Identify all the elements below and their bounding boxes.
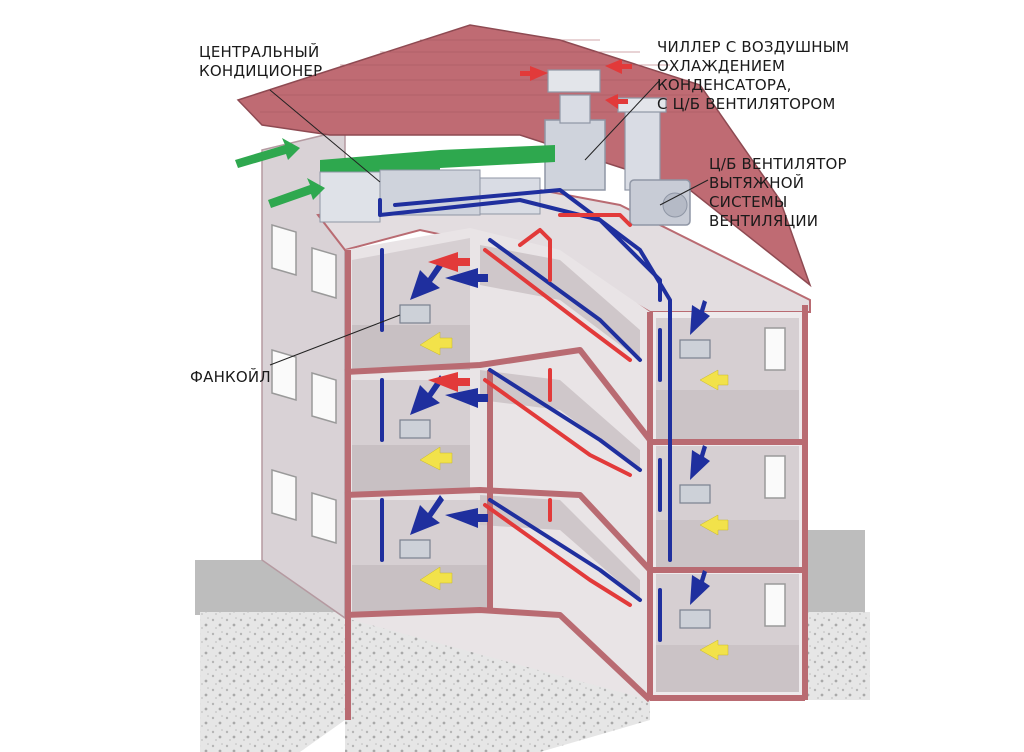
exhaust-fan-unit [629,179,691,226]
pipe-network [378,188,672,642]
fancoil-label: ФАНКОЙЛ [190,368,271,387]
leader-lines [269,79,709,366]
central-ac-label: ЦЕНТРАЛЬНЫЙ КОНДИЦИОНЕР [199,43,322,81]
central-ac-label-line2: КОНДИЦИОНЕР [199,62,323,80]
exhaust-air-arrows [520,59,632,109]
chiller-label-line2: ОХЛАЖДЕНИЕМ [657,57,786,75]
fancoil-label-line1: ФАНКОЙЛ [190,368,271,386]
roof [236,24,812,288]
exhaust-fan-label-line1: Ц/Б ВЕНТИЛЯТОР [709,155,847,173]
building-left-wall [261,129,346,620]
central-air-conditioner [319,145,555,223]
exhaust-fan-label: Ц/Б ВЕНТИЛЯТОР ВЫТЯЖНОЙ СИСТЕМЫ ВЕНТИЛЯЦ… [709,155,847,231]
exhaust-fan-label-line3: СИСТЕМЫ [709,193,788,211]
chiller-label-line3: КОНДЕНСАТОРА, [657,76,792,94]
chiller-label-line1: ЧИЛЛЕР С ВОЗДУШНЫМ [657,38,850,56]
chiller-unit [544,69,667,191]
chiller-label-line4: С Ц/Б ВЕНТИЛЯТОРОМ [657,95,836,113]
chiller-label: ЧИЛЛЕР С ВОЗДУШНЫМ ОХЛАЖДЕНИЕМ КОНДЕНСАТ… [657,38,849,114]
exhaust-fan-label-line2: ВЫТЯЖНОЙ [709,174,805,192]
exhaust-fan-label-line4: ВЕНТИЛЯЦИИ [709,212,819,230]
central-ac-label-line1: ЦЕНТРАЛЬНЫЙ [199,43,320,61]
building-interior [344,228,808,720]
fresh-air-arrows [235,138,325,208]
room-air-arrows [410,252,729,661]
fancoil-units [399,304,711,629]
